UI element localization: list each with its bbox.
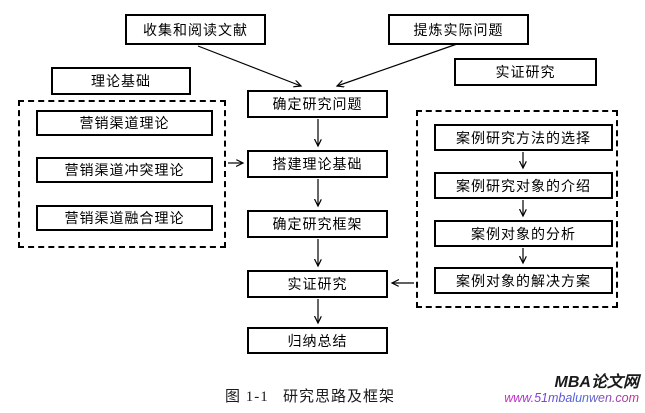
watermark-brand: MBA论文网 xyxy=(554,374,639,391)
node-case-subject-solution: 案例对象的解决方案 xyxy=(434,267,613,294)
node-channel-conflict-theory: 营销渠道冲突理论 xyxy=(36,157,213,183)
arrow-refine-to-define xyxy=(337,43,458,86)
node-case-subject-analysis: 案例对象的分析 xyxy=(434,220,613,247)
node-case-method-selection: 案例研究方法的选择 xyxy=(434,124,613,151)
node-build-theory-basis: 搭建理论基础 xyxy=(247,150,388,178)
node-empirical-research-header: 实证研究 xyxy=(454,58,597,86)
node-define-research-question: 确定研究问题 xyxy=(247,90,388,118)
theory-group-container xyxy=(18,100,226,248)
figure-caption: 图 1-1 研究思路及框架 xyxy=(225,389,395,405)
node-summary-conclusion: 归纳总结 xyxy=(247,327,388,354)
case-group-container xyxy=(416,110,618,308)
node-theory-basis-header: 理论基础 xyxy=(51,67,191,95)
watermark: MBA论文网 www.51mbalunwen.com xyxy=(504,374,639,405)
node-define-research-framework: 确定研究框架 xyxy=(247,210,388,238)
node-channel-integration-theory: 营销渠道融合理论 xyxy=(36,205,213,231)
node-marketing-channel-theory: 营销渠道理论 xyxy=(36,110,213,136)
node-collect-literature: 收集和阅读文献 xyxy=(125,14,266,45)
node-empirical-research: 实证研究 xyxy=(247,270,388,298)
node-case-subject-introduction: 案例研究对象的介绍 xyxy=(434,172,613,199)
arrow-collect-to-define xyxy=(197,45,301,86)
watermark-url: www.51mbalunwen.com xyxy=(504,390,639,405)
node-refine-problem: 提炼实际问题 xyxy=(388,14,529,45)
